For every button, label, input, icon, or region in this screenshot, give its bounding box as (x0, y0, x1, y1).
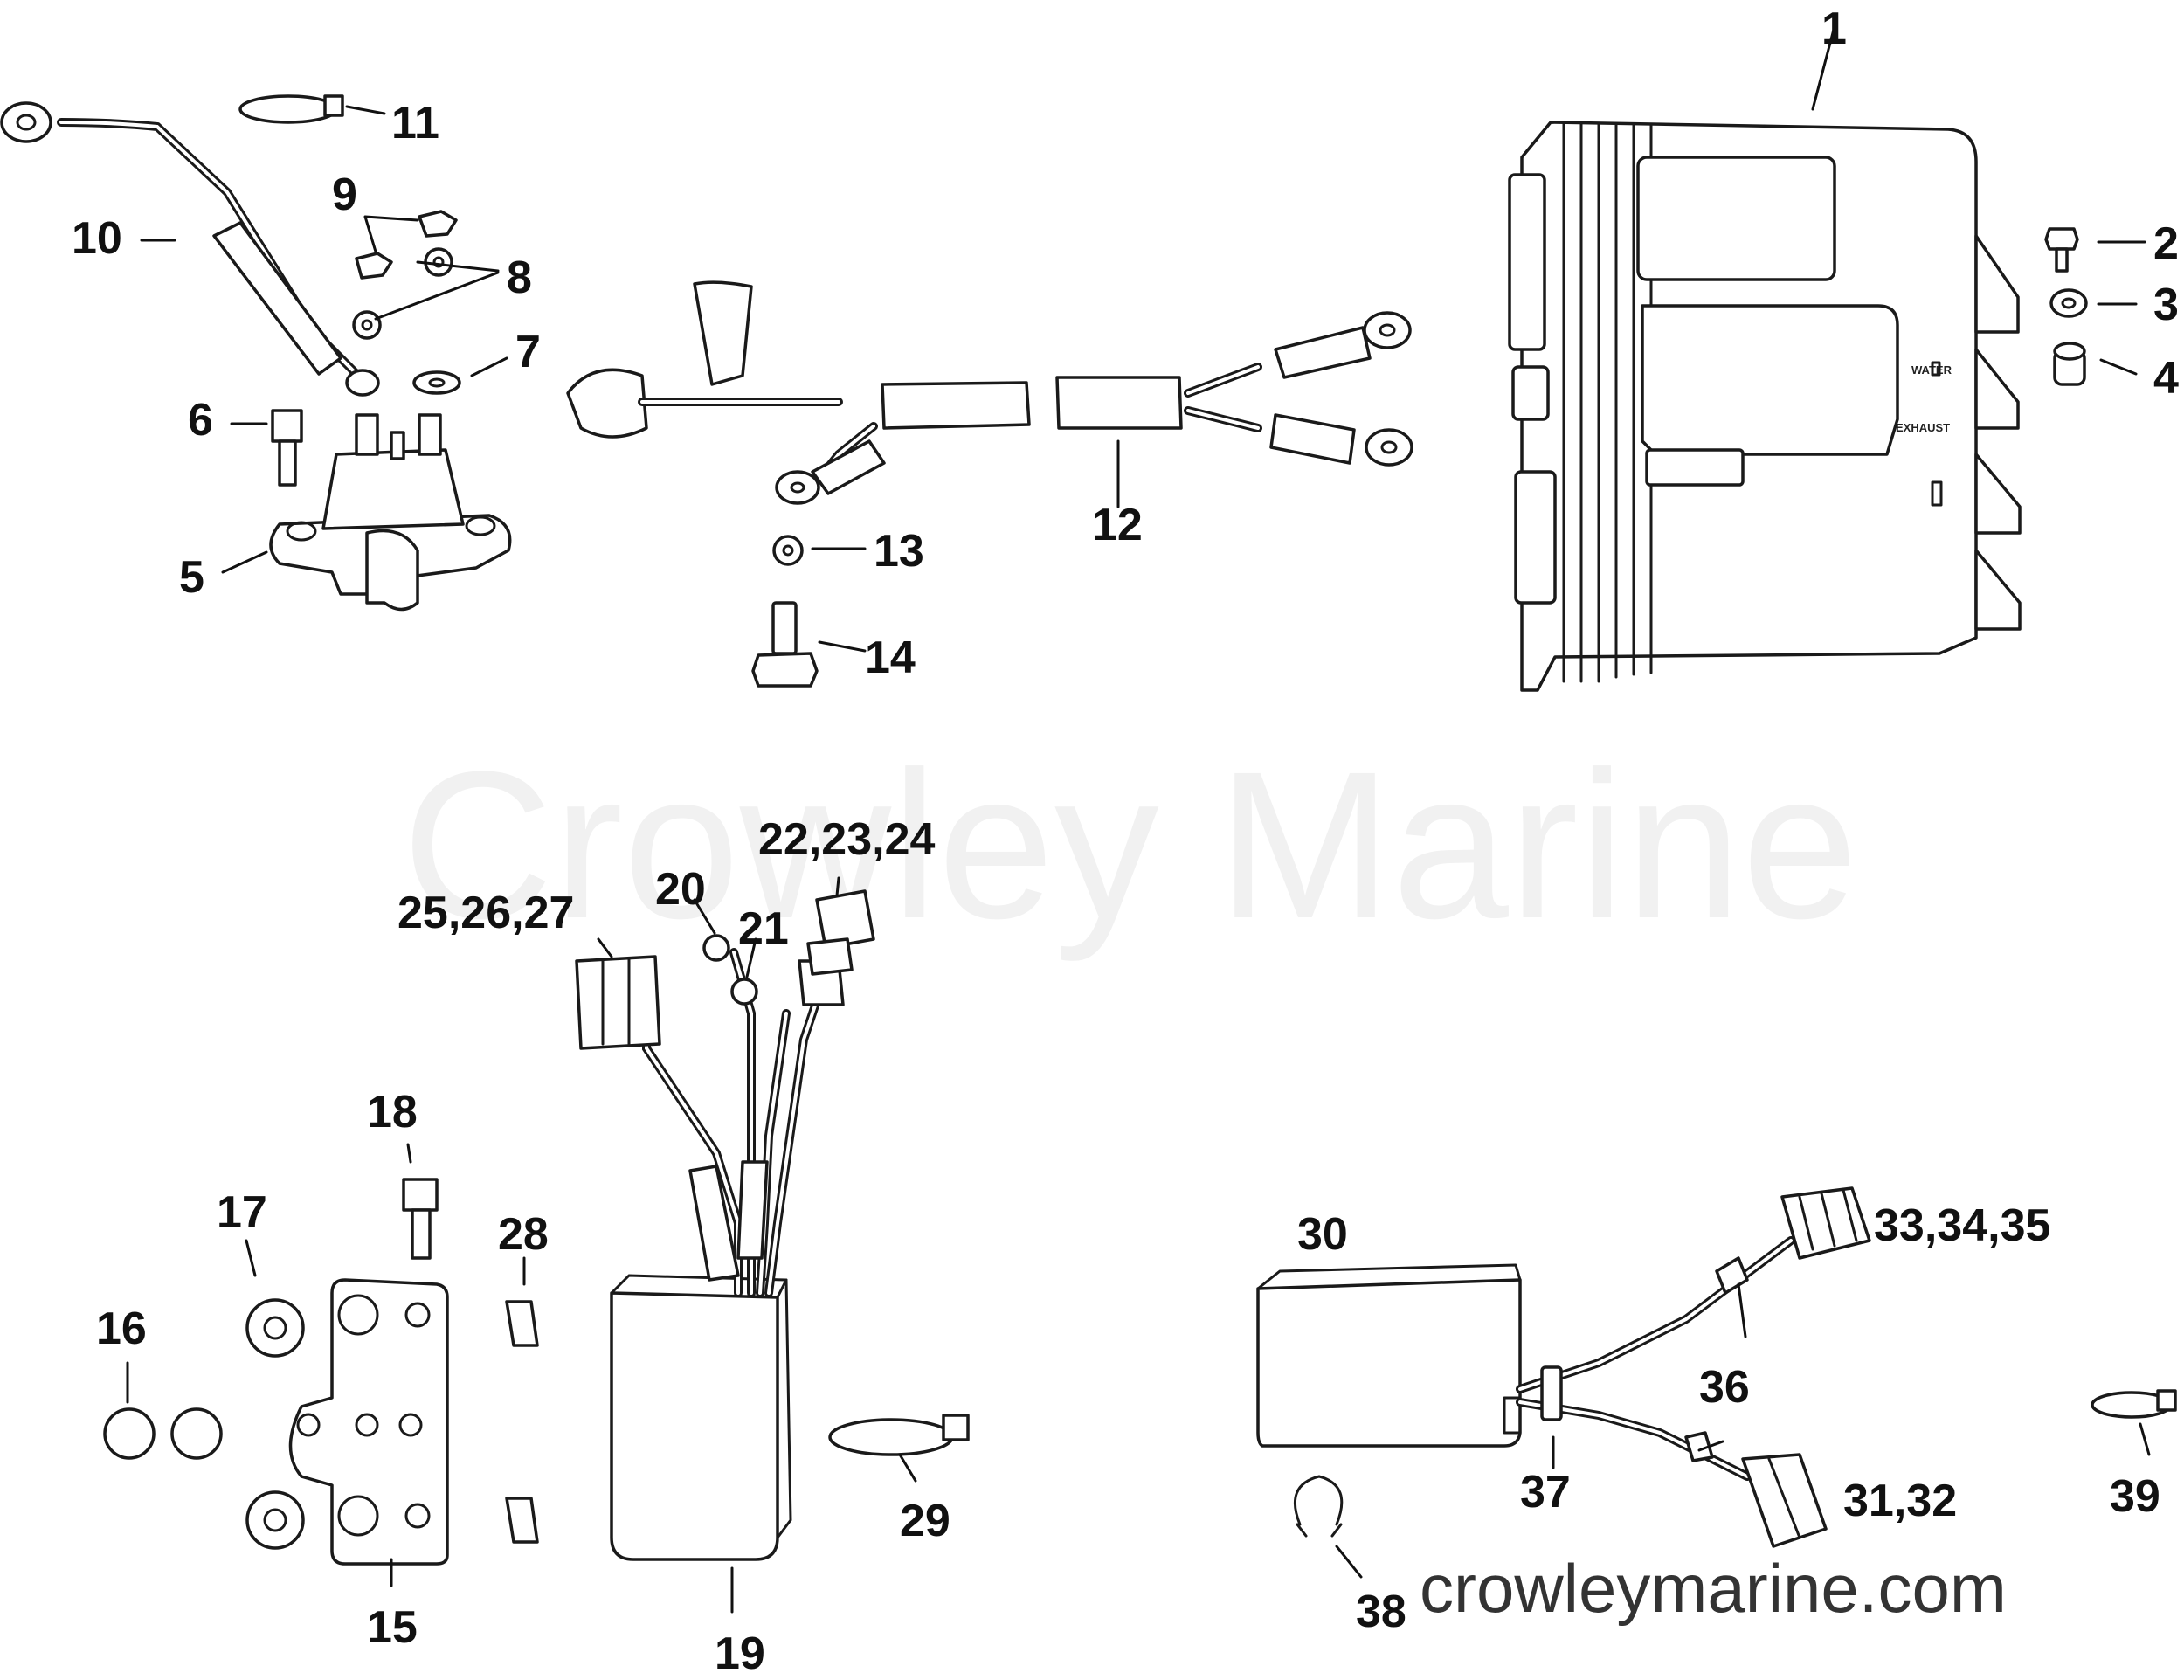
callout-39: 39 (2110, 1471, 2160, 1522)
part-16-grommets (103, 1407, 223, 1460)
callout-20: 20 (655, 864, 706, 915)
callout-21: 21 (738, 903, 789, 954)
part-6-bolt (271, 409, 303, 487)
callout-37: 37 (1520, 1467, 1571, 1518)
callout-29: 29 (900, 1496, 950, 1546)
part-1-module: WATER EXHAUST (1508, 121, 2022, 692)
callout-12: 12 (1092, 500, 1143, 550)
part-19-module (610, 1274, 792, 1561)
callout-16: 16 (96, 1303, 147, 1354)
callout-8: 8 (507, 252, 532, 303)
callout-36: 36 (1699, 1362, 1750, 1413)
callout-2: 2 (2153, 218, 2179, 269)
website-text: crowleymarine.com (1420, 1550, 2007, 1627)
callout-15: 15 (367, 1602, 418, 1653)
part-30-module (1256, 1263, 1522, 1448)
part-10-battery-cable (0, 101, 380, 397)
callout-25-26-27: 25,26,27 (397, 888, 574, 938)
callout-11: 11 (391, 98, 439, 149)
part-18-bolt (402, 1178, 439, 1260)
callout-38: 38 (1356, 1587, 1406, 1637)
callout-5: 5 (179, 552, 204, 603)
part-2-bolt (2044, 227, 2079, 273)
part-19-wires (575, 889, 875, 1297)
part-13-lockwasher (772, 535, 804, 566)
callout-4: 4 (2153, 353, 2179, 404)
callout-3: 3 (2153, 280, 2179, 330)
part-14-screw (751, 601, 819, 688)
part-30-harness (1516, 1186, 1871, 1548)
callout-1: 1 (1821, 3, 1847, 54)
callout-17: 17 (217, 1187, 267, 1238)
callout-13: 13 (874, 526, 924, 577)
part-8-lockwashers (352, 247, 453, 340)
panel-label-exhaust: EXHAUST (1896, 421, 1950, 434)
part-38-clip (1293, 1475, 1344, 1538)
part-17-grommets (245, 1298, 305, 1550)
callout-10: 10 (72, 213, 122, 264)
part-15-bracket (288, 1278, 449, 1566)
callout-14: 14 (865, 633, 916, 683)
part-39-clamp (2091, 1389, 2177, 1419)
watermark-text: Crowley Marine (402, 728, 1858, 962)
callout-18: 18 (367, 1087, 418, 1137)
callout-28: 28 (498, 1209, 549, 1260)
part-11-clamp (238, 94, 344, 124)
part-9-nuts (355, 210, 458, 280)
callout-19: 19 (715, 1628, 765, 1679)
part-3-washer (2049, 288, 2088, 318)
part-5-relay (269, 413, 512, 612)
part-28-spacers (505, 1300, 539, 1544)
callout-6: 6 (188, 395, 213, 446)
part-7-washer (412, 370, 461, 395)
callout-22-23-24: 22,23,24 (758, 814, 935, 865)
part-12-harness (566, 280, 1413, 505)
callout-30: 30 (1297, 1209, 1348, 1260)
leader-lines (126, 24, 2151, 1614)
part-29-clamp (828, 1414, 970, 1456)
callout-9: 9 (332, 169, 357, 220)
part-4-grommet (2053, 342, 2086, 386)
callout-33-34-35: 33,34,35 (1874, 1200, 2050, 1251)
callout-7: 7 (515, 327, 541, 377)
callout-31-32: 31,32 (1843, 1476, 1957, 1526)
